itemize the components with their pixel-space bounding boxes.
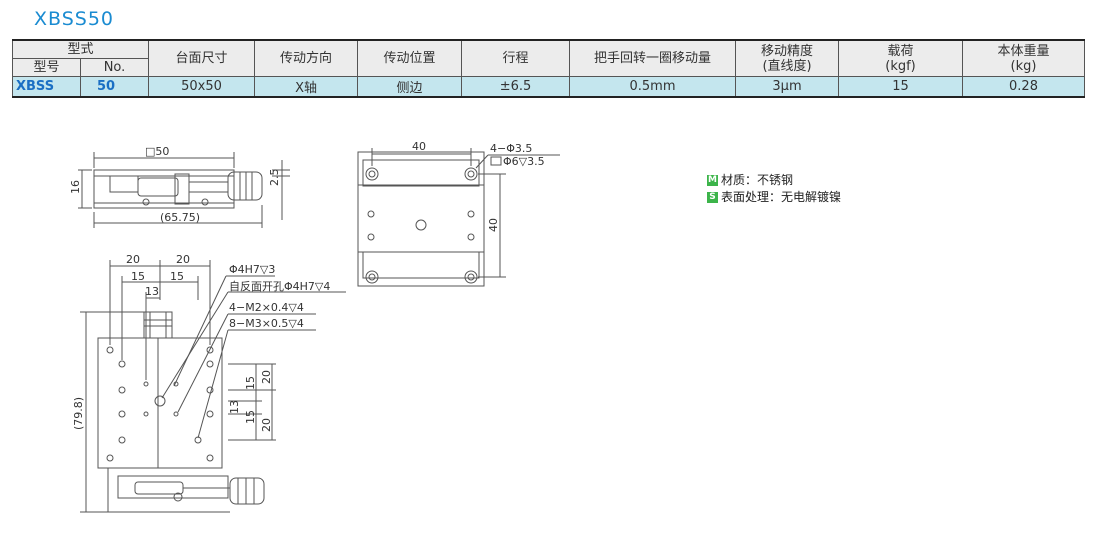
header-accuracy-line2: (直线度)	[762, 58, 812, 74]
cell-model: XBSS	[12, 76, 81, 98]
cell-position: 侧边	[357, 76, 463, 98]
header-load-line1: 载荷	[887, 43, 914, 59]
surface-row: S 表面处理：无电解镀镍	[707, 189, 841, 206]
header-stroke: 行程	[461, 39, 571, 77]
top-note-3: 4−M2×0.4▽4	[229, 301, 304, 314]
side-offset-label: 2.5	[268, 169, 281, 187]
header-weight-line2: (kg)	[1010, 58, 1037, 74]
bottom-body	[357, 151, 485, 287]
top-dim-15a: 15	[131, 270, 145, 283]
surface-tag-icon: S	[707, 192, 718, 203]
material-row: M 材质：不锈钢	[707, 172, 841, 189]
cell-no: 50	[79, 76, 150, 98]
header-direction: 传动方向	[254, 39, 359, 77]
header-weight-line1: 本体重量	[997, 43, 1050, 59]
cell-stroke: ±6.5	[461, 76, 571, 98]
page-title: XBSS50	[34, 8, 115, 30]
bottom-height-label: 40	[487, 218, 500, 232]
bottom-width-label: 40	[412, 140, 426, 153]
header-position: 传动位置	[357, 39, 463, 77]
cell-accuracy: 3μm	[735, 76, 840, 98]
bottom-hole-note-2: Φ6▽3.5	[503, 155, 545, 168]
top-dim-20b: 20	[176, 253, 190, 266]
top-overall-label: (79.8)	[72, 397, 85, 430]
top-note-2: 自反面开孔Φ4H7▽4	[229, 280, 330, 293]
top-right-20b: 20	[260, 418, 273, 432]
cell-weight: 0.28	[962, 76, 1086, 98]
bottom-view	[357, 148, 560, 287]
top-note-1: Φ4H7▽3	[229, 263, 275, 276]
header-load-line2: (kgf)	[885, 58, 916, 74]
side-height-label: 16	[69, 180, 82, 194]
top-dim-13: 13	[145, 285, 159, 298]
side-width-label: □50	[145, 145, 169, 158]
top-view	[80, 260, 346, 513]
top-right-15a: 15	[244, 376, 257, 390]
side-view	[78, 152, 290, 228]
top-right-13: 13	[228, 400, 241, 414]
header-model: 型号	[12, 58, 81, 77]
header-accuracy-line1: 移动精度	[761, 43, 814, 59]
material-tag-icon: M	[707, 175, 718, 186]
header-type-group: 型式	[11, 39, 150, 59]
cell-direction: X轴	[254, 76, 359, 98]
top-body	[97, 337, 223, 469]
bottom-hole-note-1: 4−Φ3.5	[490, 142, 532, 155]
header-no: No.	[79, 58, 150, 77]
top-note-4: 8−M3×0.5▽4	[229, 317, 304, 330]
side-knob-icon	[227, 171, 263, 201]
top-dim-20a: 20	[126, 253, 140, 266]
header-load: 载荷 (kgf)	[838, 39, 964, 77]
material-text: 材质：不锈钢	[721, 173, 794, 187]
header-per-turn: 把手回转一圈移动量	[569, 39, 737, 77]
cell-table-size: 50x50	[148, 76, 256, 98]
header-weight: 本体重量 (kg)	[962, 39, 1086, 77]
top-knob-icon	[229, 477, 265, 505]
surface-text: 表面处理：无电解镀镍	[721, 190, 842, 204]
header-table-size: 台面尺寸	[148, 39, 256, 77]
header-accuracy: 移动精度 (直线度)	[735, 39, 840, 77]
material-legend: M 材质：不锈钢 S 表面处理：无电解镀镍	[707, 172, 841, 206]
top-dim-15b: 15	[170, 270, 184, 283]
top-right-20a: 20	[260, 370, 273, 384]
cell-load: 15	[838, 76, 964, 98]
top-right-15b: 15	[244, 410, 257, 424]
side-overall-label: (65.75)	[160, 211, 200, 224]
spec-table: 型式 台面尺寸 传动方向 传动位置 行程 把手回转一圈移动量 移动精度 (直线度…	[11, 39, 1086, 98]
